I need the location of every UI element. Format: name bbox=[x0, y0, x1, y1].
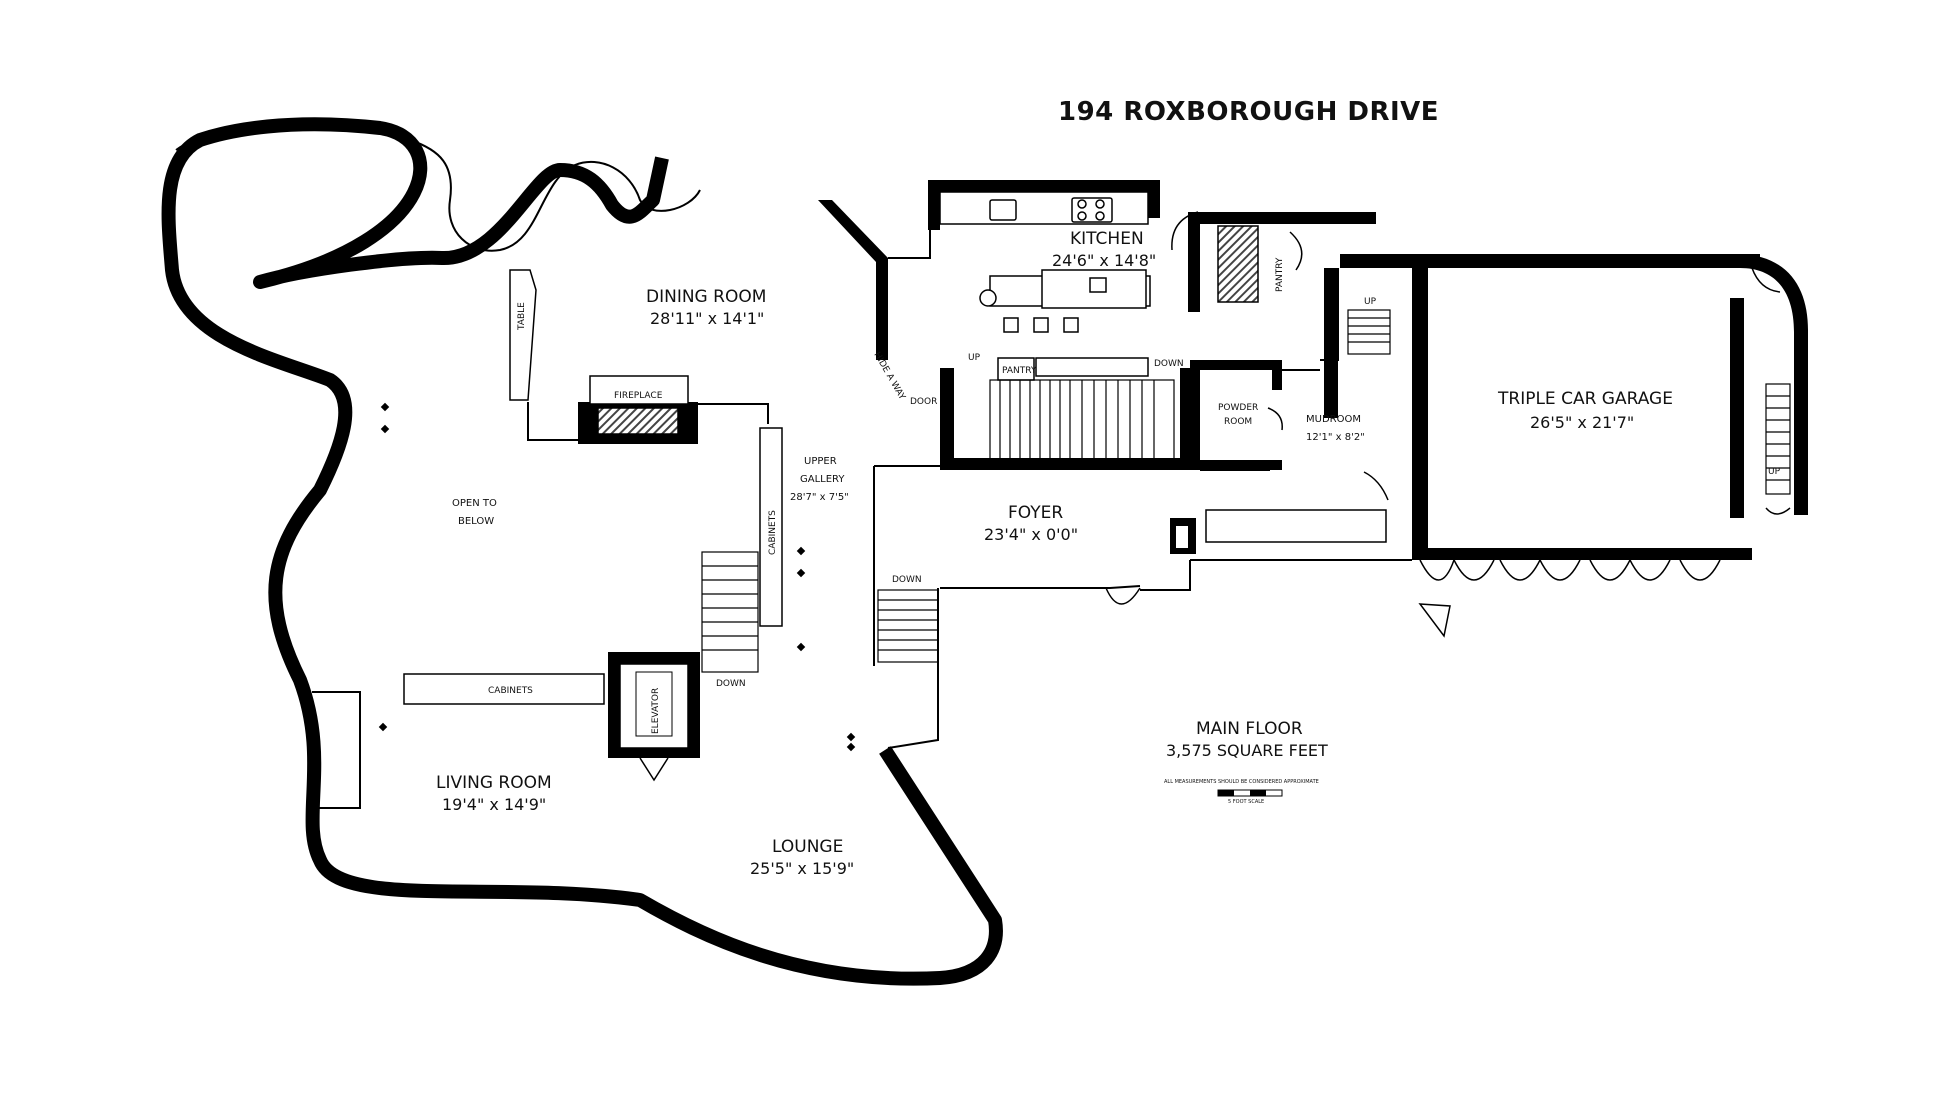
kitchen-dims: 24'6" x 14'8" bbox=[1052, 251, 1156, 270]
upper-gallery-line1: UPPER bbox=[804, 456, 837, 467]
stairs-garage bbox=[1765, 383, 1791, 495]
doors bbox=[639, 211, 1791, 782]
stairs-foyer bbox=[877, 589, 939, 663]
garage-dims: 26'5" x 21'7" bbox=[1530, 413, 1634, 432]
upper-gallery-line2: GALLERY bbox=[800, 474, 845, 485]
stair-down-gallery: DOWN bbox=[716, 679, 746, 689]
fireplace-label: FIREPLACE bbox=[614, 391, 663, 401]
scale-label: 5 FOOT SCALE bbox=[1228, 799, 1264, 805]
floor-area: 3,575 SQUARE FEET bbox=[1166, 741, 1328, 760]
table-label: TABLE bbox=[517, 302, 527, 331]
pantry-small-label: PANTRY bbox=[1002, 366, 1037, 376]
block-interiors bbox=[597, 225, 1259, 749]
exterior-wall-left bbox=[175, 123, 701, 252]
upper-gallery-dims: 28'7" x 7'5" bbox=[790, 492, 849, 503]
powder-room-line1: POWDER bbox=[1218, 403, 1258, 413]
lounge-dims: 25'5" x 15'9" bbox=[750, 859, 854, 878]
living-room-name: LIVING ROOM bbox=[436, 773, 552, 793]
foyer-name: FOYER bbox=[1008, 503, 1063, 523]
elevator-label: ELEVATOR bbox=[651, 688, 661, 734]
powder-room-line2: ROOM bbox=[1224, 417, 1252, 427]
mudroom-dims: 12'1" x 8'2" bbox=[1306, 432, 1365, 443]
stairs-gallery bbox=[701, 551, 759, 673]
stairs-mudroom bbox=[1347, 309, 1391, 355]
garage-name: TRIPLE CAR GARAGE bbox=[1497, 389, 1673, 409]
open-to-below-line2: BELOW bbox=[458, 516, 494, 527]
scale-bar bbox=[1217, 789, 1283, 797]
door-label: DOOR bbox=[910, 397, 937, 407]
mudroom-name: MUDROOM bbox=[1306, 414, 1361, 425]
stair-up-center: UP bbox=[968, 353, 981, 363]
stair-up-mudroom: UP bbox=[1364, 297, 1377, 307]
hide-a-way-label: HIDE A WAY bbox=[871, 351, 907, 403]
cabinets-horizontal-label: CABINETS bbox=[488, 686, 533, 696]
foyer-dims: 23'4" x 0'0" bbox=[984, 525, 1078, 544]
stair-down-foyer: DOWN bbox=[892, 575, 922, 585]
curved-window-wall bbox=[161, 117, 1003, 986]
plan-title: 194 ROXBOROUGH DRIVE bbox=[1058, 97, 1439, 127]
floor-name: MAIN FLOOR bbox=[1196, 719, 1303, 739]
kitchen-counters bbox=[403, 191, 1387, 705]
disclaimer: ALL MEASUREMENTS SHOULD BE CONSIDERED AP… bbox=[1164, 779, 1319, 785]
pantry-kitchen-label: PANTRY bbox=[1275, 257, 1285, 292]
lounge-name: LOUNGE bbox=[772, 837, 843, 857]
stairs-center bbox=[989, 379, 1175, 461]
dining-name: DINING ROOM bbox=[646, 287, 766, 307]
cabinets-vertical-label: CABINETS bbox=[768, 510, 778, 555]
open-to-below-line1: OPEN TO bbox=[452, 498, 497, 509]
stair-up-garage: UP bbox=[1768, 467, 1781, 477]
markers bbox=[378, 402, 856, 752]
dining-dims: 28'11" x 14'1" bbox=[650, 309, 764, 328]
living-room-dims: 19'4" x 14'9" bbox=[442, 795, 546, 814]
kitchen-name: KITCHEN bbox=[1070, 229, 1144, 249]
stair-down-center: DOWN bbox=[1154, 359, 1184, 369]
